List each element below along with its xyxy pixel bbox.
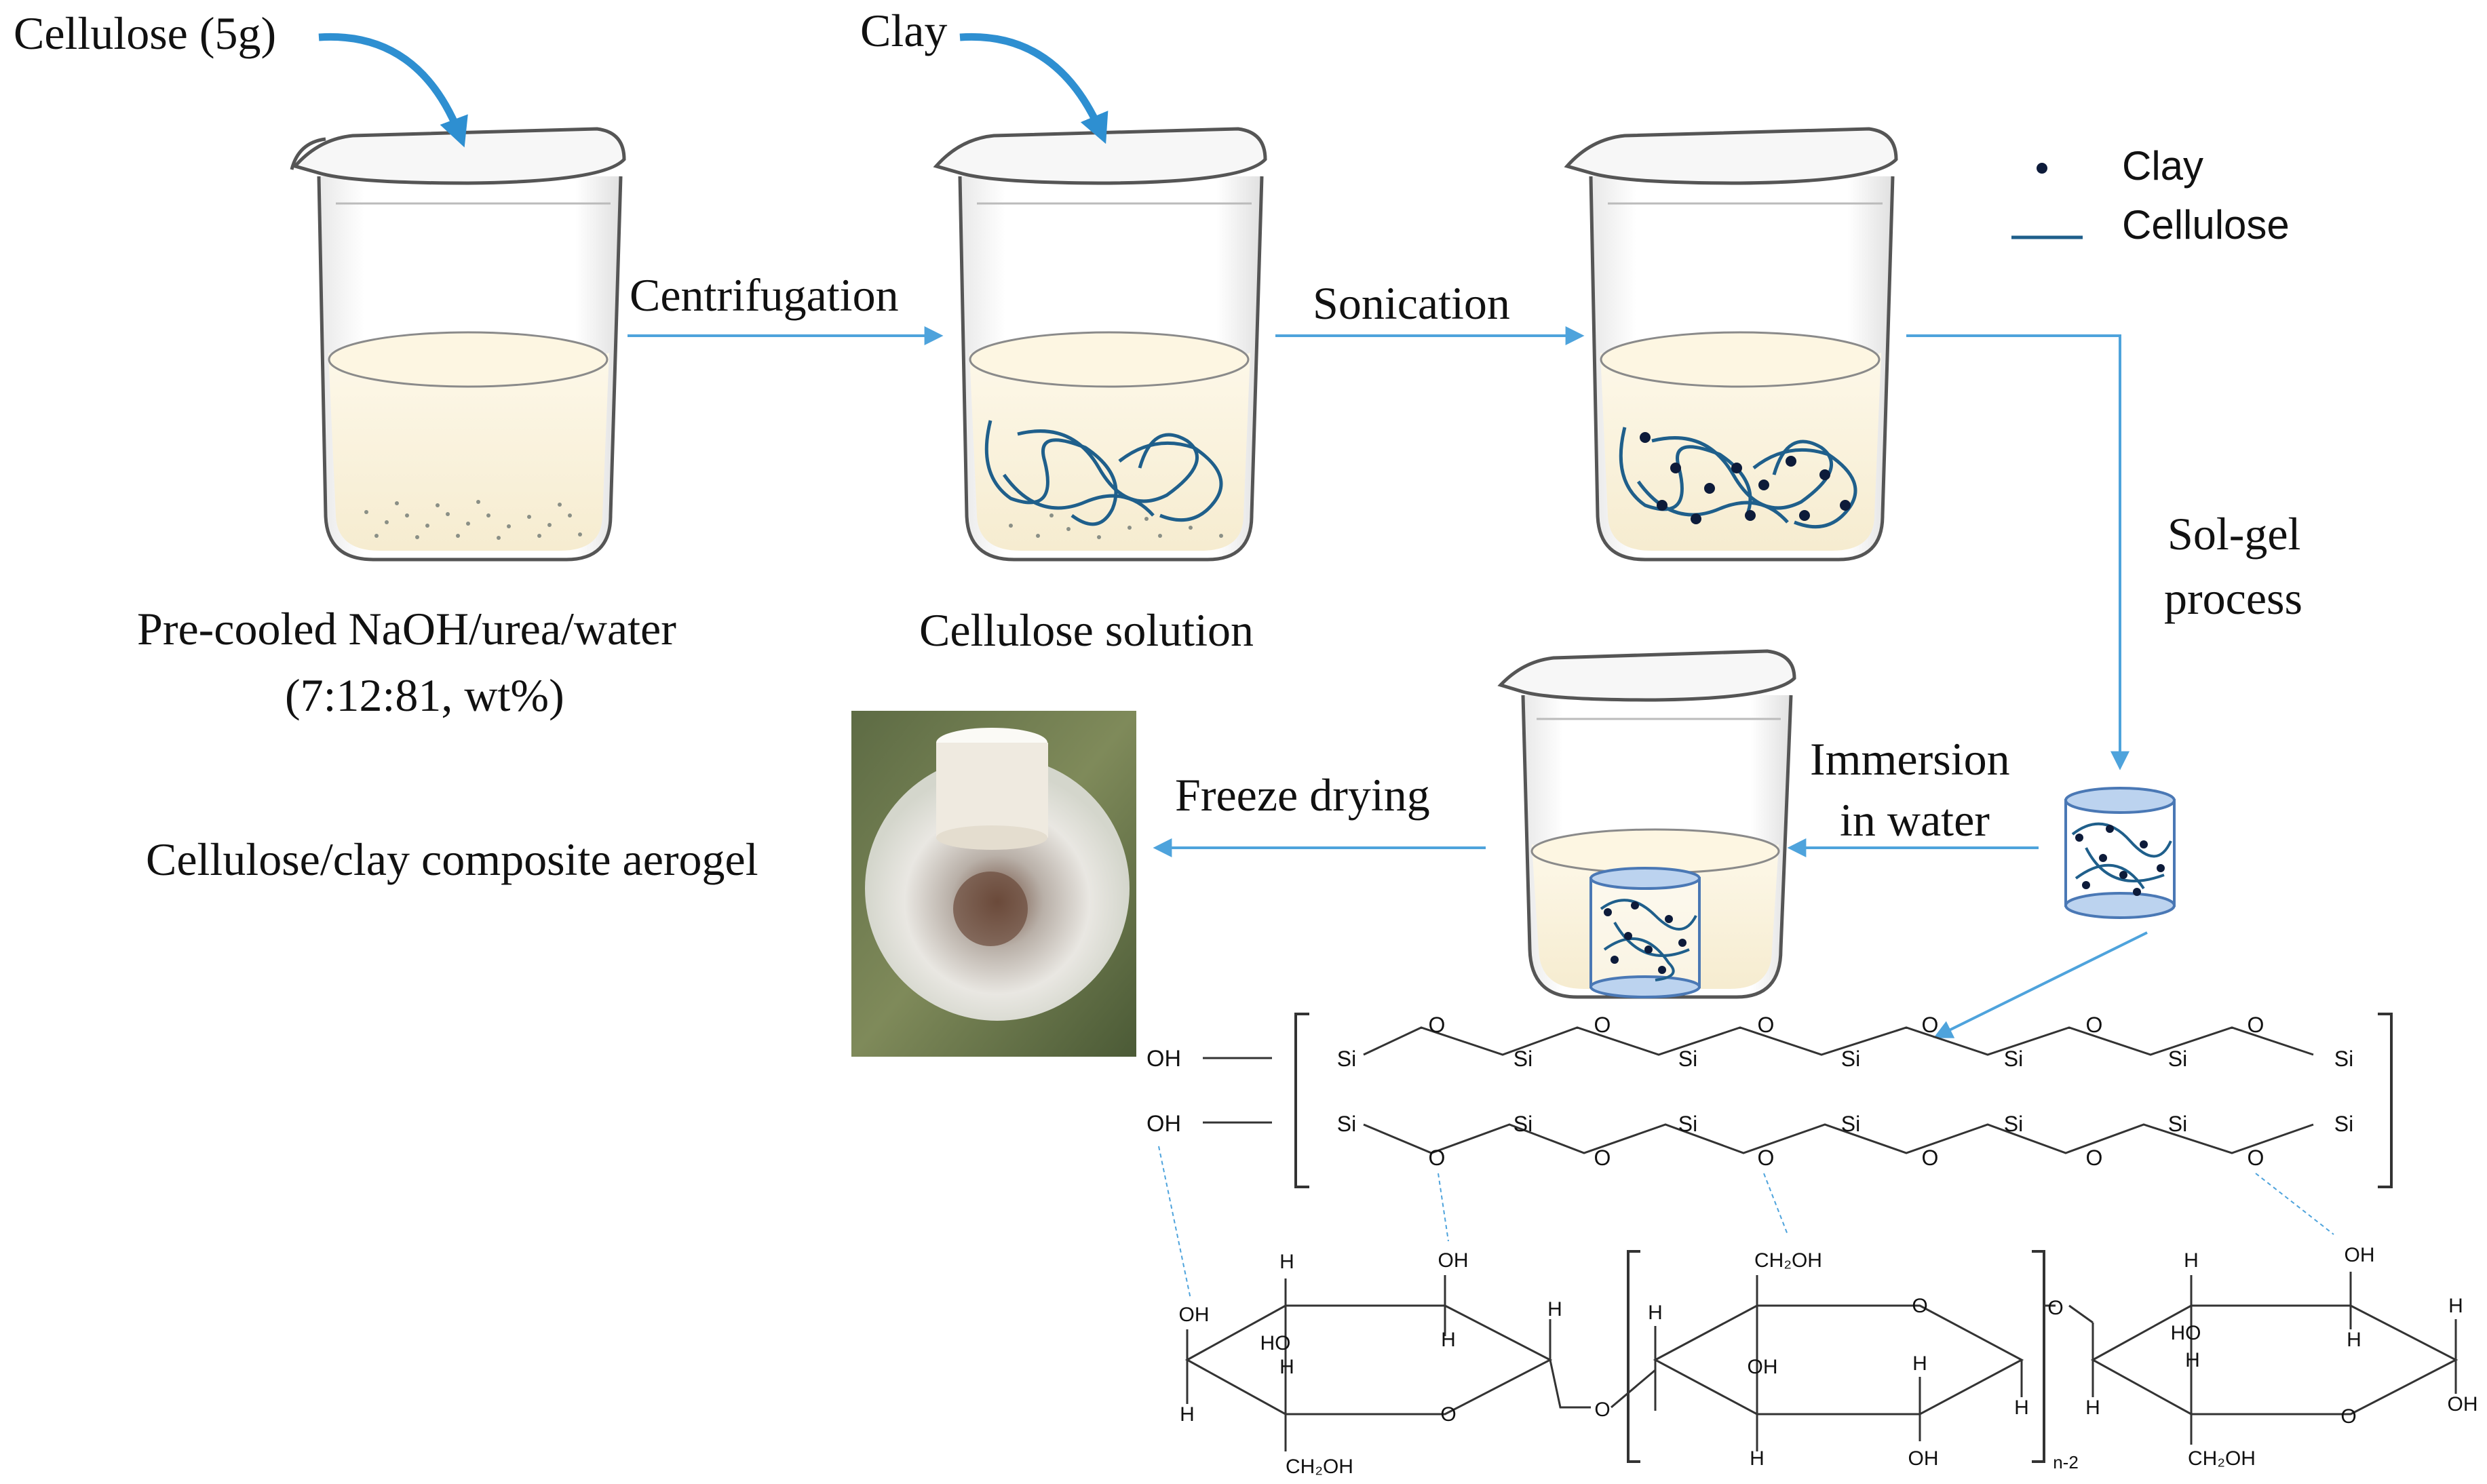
arrow-sol-gel xyxy=(1906,334,2129,770)
centrifugation-label: Centrifugation xyxy=(630,269,899,321)
sediment xyxy=(364,500,582,540)
sol-gel-label-1: Sol-gel xyxy=(2167,508,2300,560)
gel-cylinder-immersed xyxy=(1589,867,1701,998)
beaker-4 xyxy=(1497,649,1796,999)
solvent-caption-2: (7:12:81, wt%) xyxy=(285,669,564,721)
clay-input-arrow xyxy=(959,33,1108,144)
hydrogen-bonds xyxy=(1158,1146,2334,1300)
cellulose-input-label: Cellulose (5g) xyxy=(14,7,276,59)
cellulose-solution-caption: Cellulose solution xyxy=(919,604,1254,656)
svg-text:n-2: n-2 xyxy=(2053,1452,2079,1472)
svg-text:H: H xyxy=(2347,1329,2361,1351)
svg-text:Si: Si xyxy=(2334,1047,2353,1071)
freeze-drying-label: Freeze drying xyxy=(1175,769,1430,821)
clay-silicate-structure: Si Si Si Si Si Si Si Si Si Si Si Si Si S… xyxy=(1146,1013,2393,1188)
svg-text:O: O xyxy=(2340,1405,2356,1428)
svg-text:H: H xyxy=(2014,1397,2029,1419)
svg-text:O: O xyxy=(1758,1013,1775,1037)
o-atoms: O O O O O O O O O O O O xyxy=(1429,1013,2264,1170)
svg-text:O: O xyxy=(1912,1295,1927,1317)
oh-bottom: OH xyxy=(1146,1111,1181,1137)
svg-text:H: H xyxy=(2448,1295,2463,1317)
gel-cylinder xyxy=(2064,787,2176,919)
svg-text:O: O xyxy=(1758,1146,1775,1170)
svg-text:H: H xyxy=(1279,1251,1294,1273)
svg-text:HO: HO xyxy=(2171,1322,2201,1344)
immersion-label-2: in water xyxy=(1840,794,1990,846)
aerogel-caption: Cellulose/clay composite aerogel xyxy=(146,834,758,885)
svg-text:CH₂OH: CH₂OH xyxy=(1754,1249,1822,1272)
svg-text:O: O xyxy=(2086,1013,2103,1037)
svg-text:CH₂OH: CH₂OH xyxy=(2188,1447,2256,1470)
svg-text:O: O xyxy=(2086,1146,2103,1170)
svg-text:Si: Si xyxy=(2004,1112,2023,1136)
svg-text:HO: HO xyxy=(1260,1332,1291,1354)
svg-text:O: O xyxy=(1594,1146,1611,1170)
svg-text:Si: Si xyxy=(1514,1047,1532,1071)
svg-text:Si: Si xyxy=(2004,1047,2023,1071)
arrow-to-structure xyxy=(1933,931,2148,1038)
svg-text:Si: Si xyxy=(2334,1112,2353,1136)
svg-text:O: O xyxy=(1594,1399,1610,1421)
svg-text:Si: Si xyxy=(1841,1047,1860,1071)
svg-text:CH₂OH: CH₂OH xyxy=(1286,1456,1353,1478)
svg-text:H: H xyxy=(1279,1356,1294,1378)
svg-text:O: O xyxy=(2047,1297,2063,1319)
svg-text:OH: OH xyxy=(1179,1304,1210,1326)
aerogel-photo xyxy=(851,711,1136,1057)
svg-text:H: H xyxy=(1441,1329,1456,1351)
svg-text:OH: OH xyxy=(2345,1244,2375,1266)
svg-text:O: O xyxy=(2248,1013,2264,1037)
svg-text:O: O xyxy=(1594,1013,1611,1037)
sediment xyxy=(1009,513,1223,539)
svg-text:H: H xyxy=(2085,1397,2100,1419)
cellulose-input-arrow xyxy=(318,33,468,148)
svg-text:O: O xyxy=(1922,1146,1939,1170)
legend: Clay Cellulose xyxy=(2011,143,2290,248)
clay-particles xyxy=(1640,432,1851,524)
svg-text:H: H xyxy=(1648,1302,1663,1324)
svg-text:H: H xyxy=(1750,1447,1765,1470)
svg-text:OH: OH xyxy=(2448,1393,2478,1415)
svg-text:H: H xyxy=(2185,1349,2200,1371)
svg-text:O: O xyxy=(1429,1013,1446,1037)
flow-arrows xyxy=(628,326,2148,1038)
svg-text:Si: Si xyxy=(1337,1047,1356,1071)
cellulose-fibers xyxy=(984,420,1223,526)
svg-text:Si: Si xyxy=(2168,1112,2187,1136)
legend-clay-marker xyxy=(2037,163,2047,174)
svg-text:H: H xyxy=(1912,1352,1927,1375)
svg-text:Si: Si xyxy=(1678,1047,1697,1071)
sol-gel-label-2: process xyxy=(2164,572,2302,624)
solvent-caption-1: Pre-cooled NaOH/urea/water xyxy=(137,603,676,655)
svg-text:OH: OH xyxy=(1748,1356,1778,1378)
svg-text:O: O xyxy=(2248,1146,2264,1170)
svg-text:Si: Si xyxy=(1514,1112,1532,1136)
sonication-label: Sonication xyxy=(1313,277,1510,329)
svg-text:OH: OH xyxy=(1438,1249,1469,1272)
beaker-2 xyxy=(933,127,1267,562)
svg-text:H: H xyxy=(1547,1298,1562,1321)
cellulose-chain-structure: OH H H HO H CH₂OH OH H H O O H CH₂OH OH … xyxy=(1179,1244,2478,1478)
svg-text:OH: OH xyxy=(1908,1447,1939,1470)
beaker-1 xyxy=(290,127,626,562)
legend-cellulose-label: Cellulose xyxy=(2122,202,2290,248)
svg-text:Si: Si xyxy=(2168,1047,2187,1071)
oh-top: OH xyxy=(1146,1046,1181,1072)
legend-clay-label: Clay xyxy=(2122,143,2203,189)
clay-input-label: Clay xyxy=(860,5,947,56)
svg-text:Si: Si xyxy=(1337,1112,1356,1136)
immersion-label-1: Immersion xyxy=(1810,733,2010,785)
svg-text:O: O xyxy=(1922,1013,1939,1037)
svg-text:O: O xyxy=(1429,1146,1446,1170)
si-atoms: Si Si Si Si Si Si Si Si Si Si Si Si Si S… xyxy=(1337,1047,2353,1136)
svg-text:Si: Si xyxy=(1678,1112,1697,1136)
svg-text:Si: Si xyxy=(1841,1112,1860,1136)
beaker-3 xyxy=(1564,127,1898,562)
svg-text:O: O xyxy=(1440,1403,1456,1426)
svg-text:H: H xyxy=(2184,1249,2199,1272)
svg-text:H: H xyxy=(1180,1403,1195,1426)
